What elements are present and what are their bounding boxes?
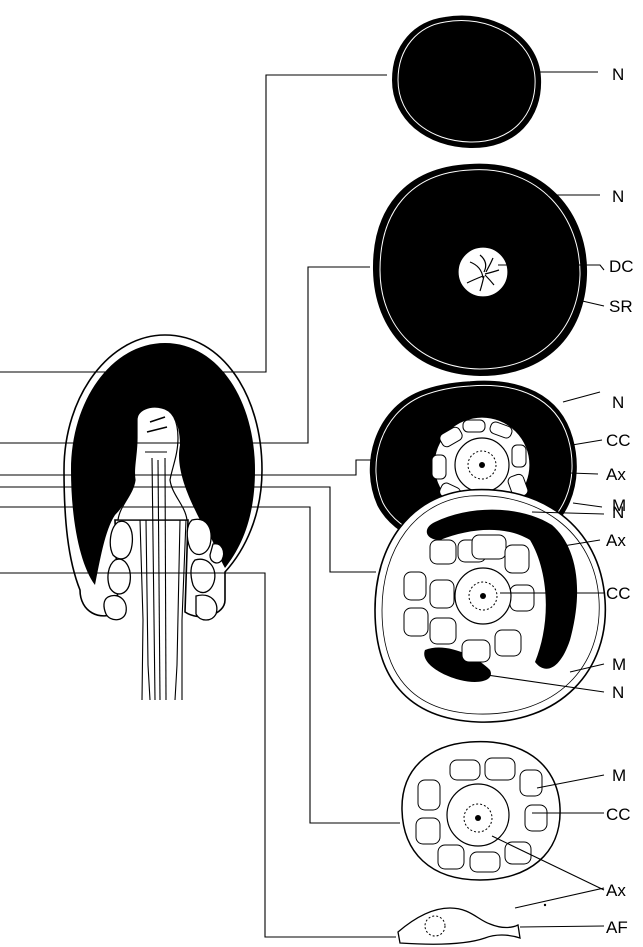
label-s3-cc: CC — [606, 431, 631, 450]
label-s2-dense-core: DC — [609, 257, 634, 276]
longitudinal-sperm-head — [64, 335, 262, 700]
label-s5-cc: CC — [606, 805, 631, 824]
label-s5-mitochondria: M — [612, 766, 626, 785]
label-s4-mitochondria: M — [612, 655, 626, 674]
label-s3-axoneme: Ax — [606, 465, 626, 484]
label-s6-af: AF — [606, 918, 628, 937]
section-6-endpiece — [398, 908, 520, 944]
section-5-midpiece-lower — [402, 742, 560, 880]
label-s4-cc: CC — [606, 584, 631, 603]
labels: N N DC SR N CC Ax M N Ax CC M N M CC Ax … — [606, 65, 634, 937]
label-s3-nucleus: N — [612, 393, 624, 412]
label-s2-sr: SR — [609, 297, 633, 316]
label-s2-nucleus: N — [612, 187, 624, 206]
mitochondria-longitudinal — [104, 519, 224, 620]
label-s4-nucleus: N — [612, 503, 624, 522]
section-2-nucleus-section — [374, 165, 586, 375]
stray-dot — [544, 904, 546, 906]
label-s5-axoneme: Ax — [606, 881, 626, 900]
label-s4-axoneme: Ax — [606, 531, 626, 550]
dense-core — [458, 247, 508, 297]
label-s4-nucleus-2: N — [612, 683, 624, 702]
label-s1-nucleus: N — [612, 65, 624, 84]
section-1-head — [393, 17, 540, 148]
